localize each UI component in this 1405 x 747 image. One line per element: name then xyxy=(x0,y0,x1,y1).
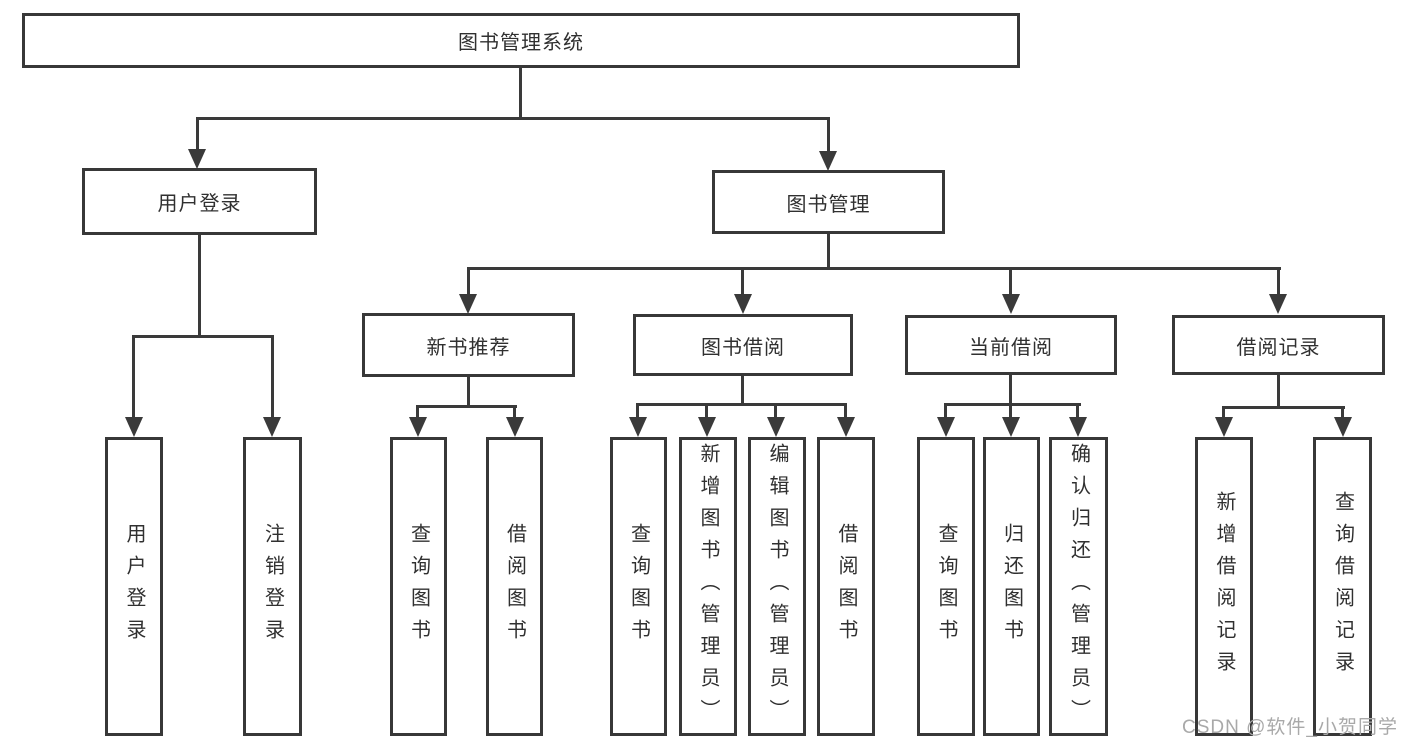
node-library-management-system: 图书管理系统 xyxy=(22,13,1020,68)
connector-segment xyxy=(1277,267,1280,295)
connector-segment xyxy=(1277,375,1280,409)
connector-segment xyxy=(636,403,847,406)
arrowhead-down xyxy=(506,417,524,437)
connector-segment xyxy=(1341,406,1344,419)
connector-segment xyxy=(636,403,639,419)
arrowhead-down xyxy=(263,417,281,437)
connector-segment xyxy=(741,267,744,295)
leaf-borrow-books: 借阅图书 xyxy=(817,437,875,736)
leaf-edit-book-admin: 编辑图书（管理员） xyxy=(748,437,806,736)
connector-segment xyxy=(271,335,274,419)
leaf-query-borrow-record: 查询借阅记录 xyxy=(1313,437,1372,736)
arrowhead-down xyxy=(1269,294,1287,314)
leaf-query-books-borrow: 查询图书 xyxy=(610,437,667,736)
connector-segment xyxy=(1009,403,1012,419)
arrowhead-down xyxy=(409,417,427,437)
connector-segment xyxy=(196,117,199,151)
arrowhead-down xyxy=(629,417,647,437)
connector-segment xyxy=(132,335,135,419)
leaf-add-book-admin: 新增图书（管理员） xyxy=(679,437,737,736)
leaf-user-login: 用户登录 xyxy=(105,437,163,736)
connector-segment xyxy=(519,68,522,117)
connector-segment xyxy=(467,267,1281,270)
connector-segment xyxy=(467,267,470,295)
arrowhead-down xyxy=(1002,294,1020,314)
leaf-confirm-return-admin: 确认归还（管理员） xyxy=(1049,437,1108,736)
arrowhead-down xyxy=(837,417,855,437)
connector-segment xyxy=(1222,406,1345,409)
connector-segment xyxy=(198,235,201,338)
arrowhead-down xyxy=(1069,417,1087,437)
leaf-query-books-recommend: 查询图书 xyxy=(390,437,447,736)
connector-segment xyxy=(416,405,419,419)
connector-segment xyxy=(1009,267,1012,295)
node-current-borrow: 当前借阅 xyxy=(905,315,1117,375)
arrowhead-down xyxy=(937,417,955,437)
leaf-query-books-current: 查询图书 xyxy=(917,437,975,736)
connector-segment xyxy=(467,377,470,408)
node-new-book-recommend: 新书推荐 xyxy=(362,313,575,377)
arrowhead-down xyxy=(819,151,837,171)
arrowhead-down xyxy=(125,417,143,437)
leaf-add-borrow-record: 新增借阅记录 xyxy=(1195,437,1253,736)
connector-segment xyxy=(774,403,777,419)
node-borrow-records: 借阅记录 xyxy=(1172,315,1385,375)
connector-segment xyxy=(416,405,517,408)
connector-segment xyxy=(827,117,830,153)
arrowhead-down xyxy=(698,417,716,437)
connector-segment xyxy=(1009,375,1012,406)
leaf-return-book: 归还图书 xyxy=(983,437,1040,736)
watermark-text: CSDN @软件_小贺同学 xyxy=(1182,717,1398,738)
arrowhead-down xyxy=(1215,417,1233,437)
connector-segment xyxy=(705,403,708,419)
arrowhead-down xyxy=(188,149,206,169)
connector-segment xyxy=(944,403,1081,406)
arrowhead-down xyxy=(1334,417,1352,437)
connector-segment xyxy=(844,403,847,419)
arrowhead-down xyxy=(1002,417,1020,437)
connector-segment xyxy=(741,376,744,406)
arrowhead-down xyxy=(459,294,477,314)
node-book-management: 图书管理 xyxy=(712,170,945,234)
connector-segment xyxy=(132,335,274,338)
connector-segment xyxy=(1222,406,1225,419)
connector-segment xyxy=(196,117,830,120)
leaf-borrow-books-recommend: 借阅图书 xyxy=(486,437,543,736)
connector-segment xyxy=(513,405,516,419)
node-user-login: 用户登录 xyxy=(82,168,317,235)
arrowhead-down xyxy=(734,294,752,314)
connector-segment xyxy=(1076,403,1079,419)
node-book-borrow: 图书借阅 xyxy=(633,314,853,376)
connector-segment xyxy=(944,403,947,419)
leaf-logout: 注销登录 xyxy=(243,437,302,736)
arrowhead-down xyxy=(767,417,785,437)
connector-segment xyxy=(827,234,830,270)
